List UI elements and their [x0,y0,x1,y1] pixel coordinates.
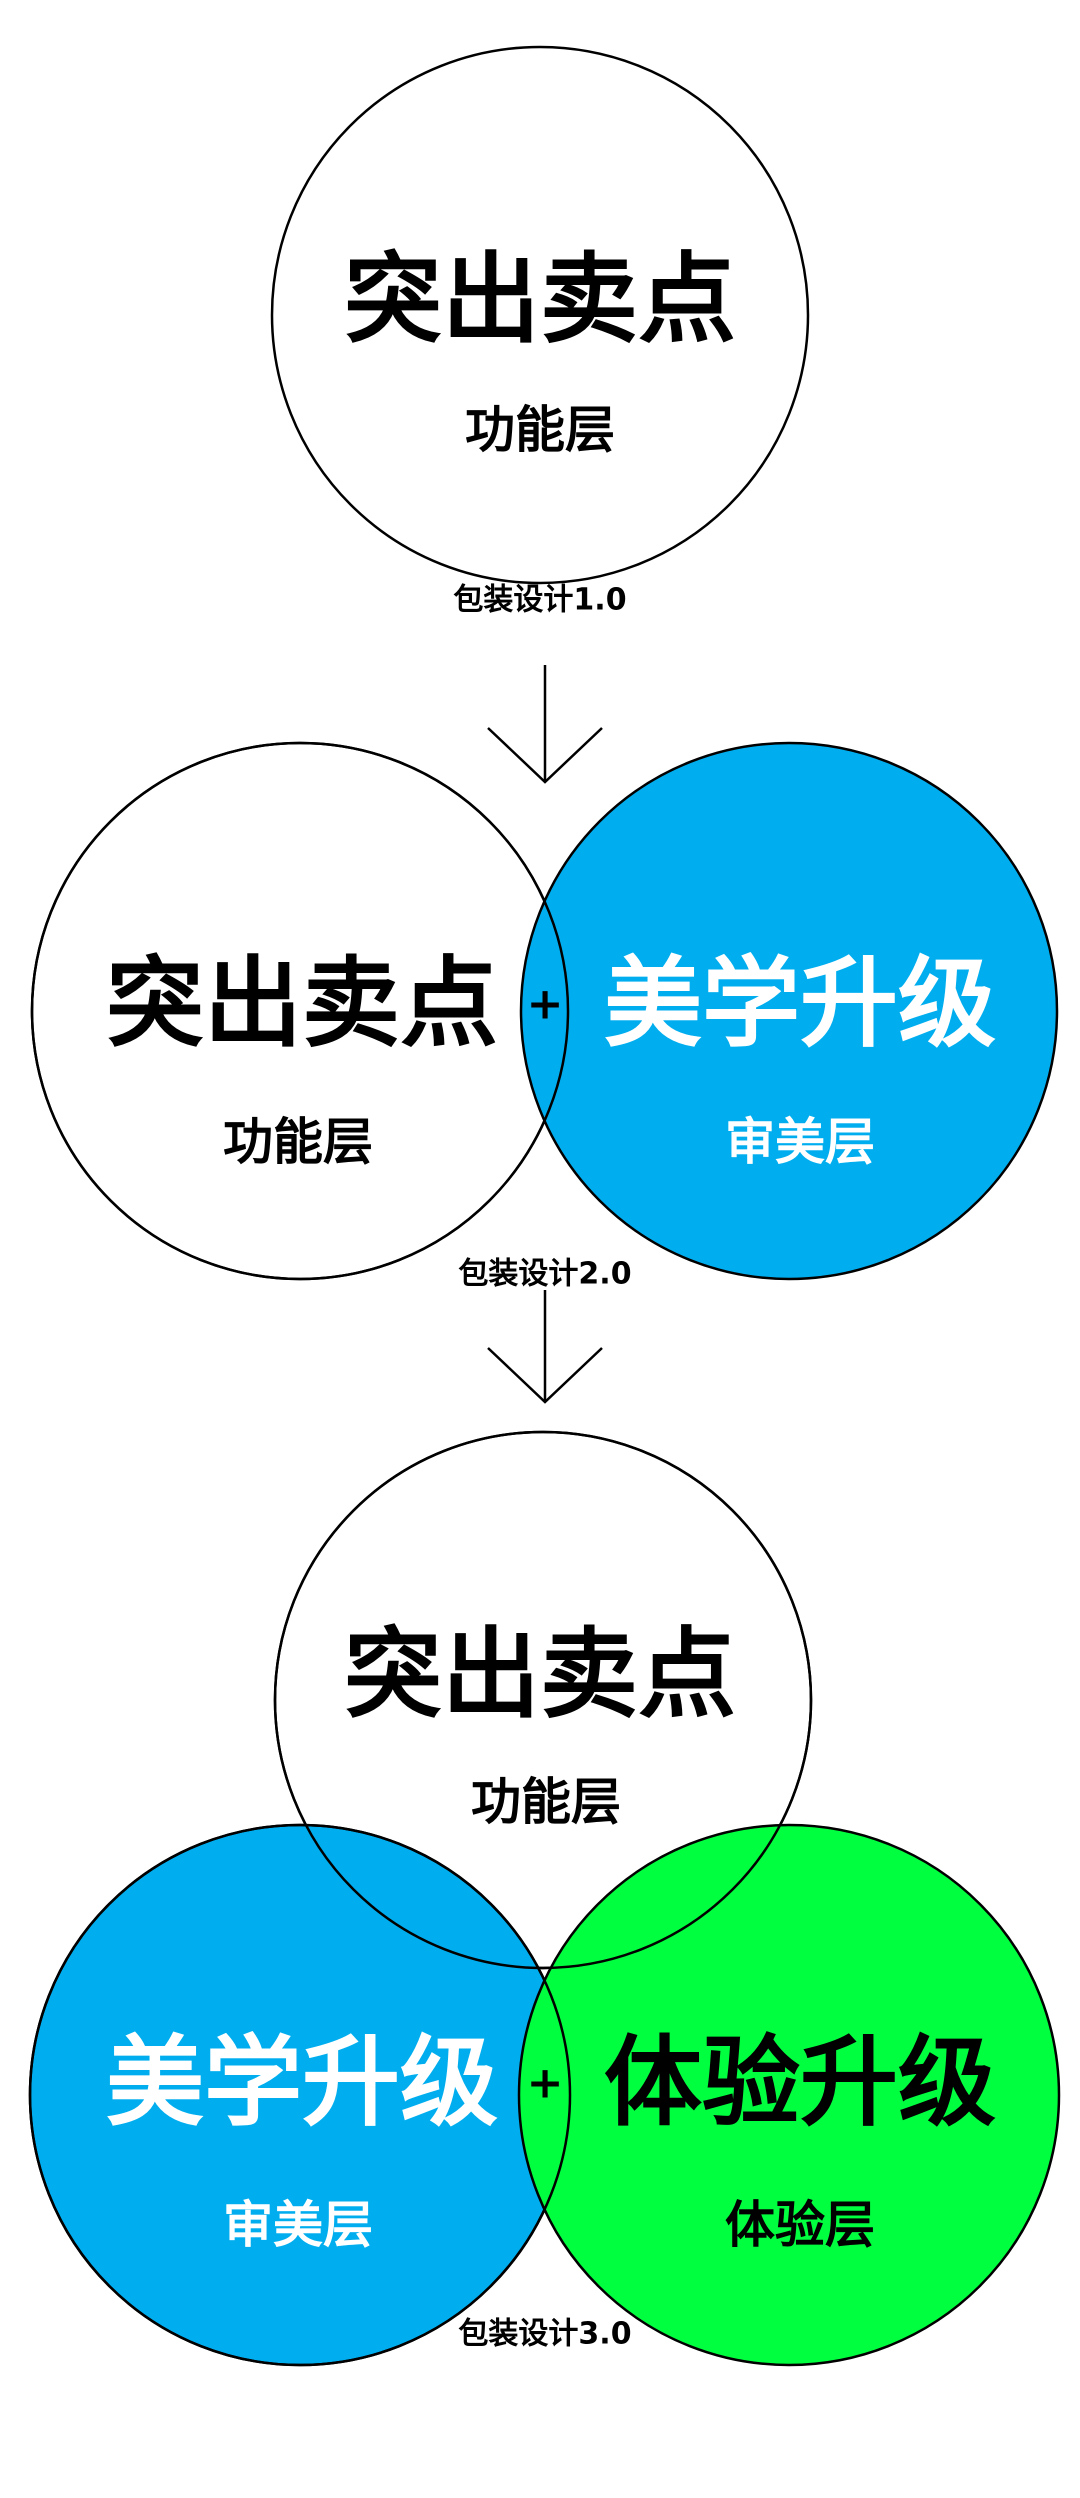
stage-caption: 包装设计1.0 [453,583,626,618]
stage-caption: 包装设计2.0 [458,1257,631,1292]
aesthetic-circle-outline [28,1823,572,2367]
function-circle-outline [273,1430,813,1970]
experience-circle [517,1823,1061,2367]
aesthetic-layer-label: 审美层 [223,2196,373,2254]
stage-caption: 包装设计3.0 [458,2317,631,2352]
function-circle [270,45,810,585]
function-layer-label: 功能层 [471,1773,621,1831]
function-circle-outline [30,741,570,1281]
experience-layer-label: 体验层 [725,2196,875,2254]
experience-title: 体验升级 [604,2026,996,2140]
stage-1: 突出卖点 功能层 包装设计1.0 [270,45,810,618]
down-arrow-icon [487,1290,603,1404]
function-layer-label: 功能层 [465,401,615,459]
aesthetic-layer-label: 审美层 [725,1113,875,1171]
aesthetic-title: 美学升级 [604,947,996,1061]
function-title: 突出卖点 [344,1618,736,1732]
aesthetic-circle [519,741,1059,1281]
down-arrow-icon [487,665,603,784]
plus-sign: + [527,979,564,1030]
stage-2: 突出卖点 功能层 美学升级 审美层 + 包装设计2.0 [30,741,1059,1292]
function-layer-label: 功能层 [223,1113,373,1171]
aesthetic-title: 美学升级 [106,2026,498,2140]
stage-3: 突出卖点 功能层 美学升级 审美层 体验升级 体验层 + 包装设计3.0 [28,1430,1061,2367]
plus-sign: + [527,2058,564,2109]
function-title: 突出卖点 [344,243,736,357]
function-title: 突出卖点 [106,947,498,1061]
